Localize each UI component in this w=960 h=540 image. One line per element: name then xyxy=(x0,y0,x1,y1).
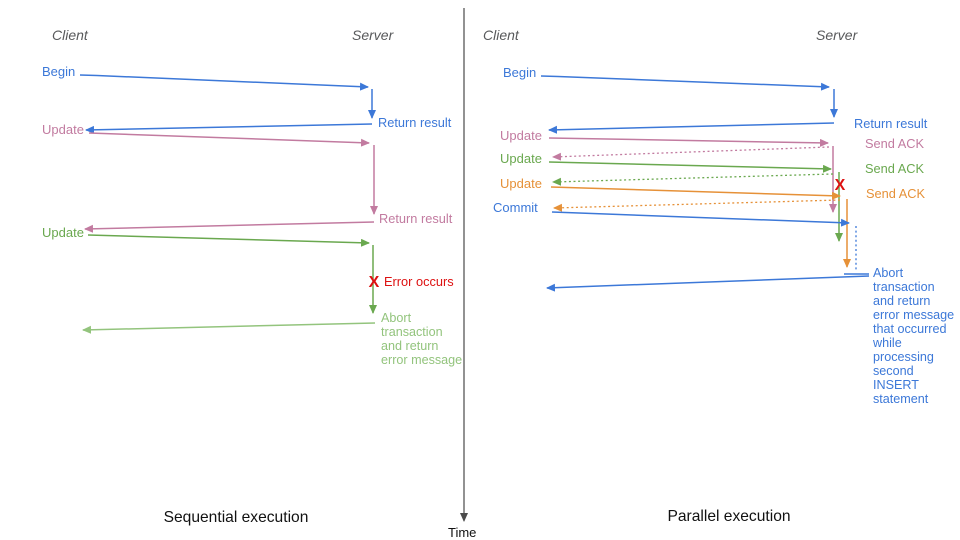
seq-return-result-2-arrow xyxy=(84,221,375,233)
par-return-result-arrow xyxy=(548,122,835,134)
seq-begin-request-arrow xyxy=(79,74,369,91)
seq-update-2-label: Update xyxy=(42,225,84,240)
seq-abort-line-2: transaction xyxy=(381,325,443,339)
par-update-1-request-arrow xyxy=(548,137,829,147)
seq-abort-message: Abort transaction and return error messa… xyxy=(381,311,462,367)
par-send-ack-1-arrow xyxy=(552,146,830,161)
par-abort-line-10: statement xyxy=(873,392,929,406)
par-abort-line-3: and return xyxy=(873,294,930,308)
seq-abort-line-1: Abort xyxy=(381,311,412,325)
par-abort-line-9: INSERT xyxy=(873,378,919,392)
parallel-title: Parallel execution xyxy=(667,508,790,525)
par-return-result-label: Return result xyxy=(854,116,928,131)
par-update-1-label: Update xyxy=(500,128,542,143)
seq-abort-return-arrow xyxy=(82,322,376,334)
par-abort-line-5: that occurred xyxy=(873,322,947,336)
seq-return-result-1-label: Return result xyxy=(378,115,452,130)
par-commit-request-arrow xyxy=(551,211,850,227)
par-abort-line-8: second xyxy=(873,364,914,378)
sequential-server-header: Server xyxy=(352,27,395,43)
par-update-3-request-arrow xyxy=(550,186,841,200)
seq-abort-line-3: and return xyxy=(381,339,438,353)
par-abort-line-1: Abort xyxy=(873,266,904,280)
sequential-panel: Client Server Begin Return result Update… xyxy=(42,27,462,526)
par-send-ack-1-label: Send ACK xyxy=(865,136,925,151)
par-error-x-mark: X xyxy=(835,177,846,194)
par-abort-line-6: while xyxy=(872,336,902,350)
parallel-panel: Client Server Begin Return result Update… xyxy=(483,27,954,525)
sequential-client-header: Client xyxy=(52,27,89,43)
parallel-server-header: Server xyxy=(816,27,859,43)
par-update-3-label: Update xyxy=(500,176,542,191)
par-abort-return-arrow xyxy=(546,275,870,292)
seq-update-1-label: Update xyxy=(42,122,84,137)
seq-error-x-mark: X xyxy=(369,274,380,291)
par-update-2-label: Update xyxy=(500,151,542,166)
seq-return-result-1-arrow xyxy=(85,123,373,134)
seq-return-result-2-label: Return result xyxy=(379,211,453,226)
sequential-title: Sequential execution xyxy=(164,509,309,526)
par-abort-line-7: processing xyxy=(873,350,934,364)
seq-error-label: Error occurs xyxy=(384,274,454,289)
time-axis-label: Time xyxy=(448,525,476,540)
par-send-ack-3-arrow xyxy=(553,199,841,212)
par-abort-line-2: transaction xyxy=(873,280,935,294)
seq-update-2-request-arrow xyxy=(87,234,370,247)
par-abort-line-4: error message xyxy=(873,308,954,322)
par-begin-label: Begin xyxy=(503,65,536,80)
par-begin-request-arrow xyxy=(540,75,830,91)
par-update-2-request-arrow xyxy=(548,161,832,173)
seq-update-1-request-arrow xyxy=(88,132,370,147)
seq-begin-label: Begin xyxy=(42,64,75,79)
par-commit-label: Commit xyxy=(493,200,538,215)
par-send-ack-3-label: Send ACK xyxy=(866,186,926,201)
seq-abort-line-4: error message xyxy=(381,353,462,367)
par-abort-message: Abort transaction and return error messa… xyxy=(872,266,954,406)
parallel-client-header: Client xyxy=(483,27,520,43)
par-send-ack-2-label: Send ACK xyxy=(865,161,925,176)
par-send-ack-2-arrow xyxy=(552,173,834,186)
